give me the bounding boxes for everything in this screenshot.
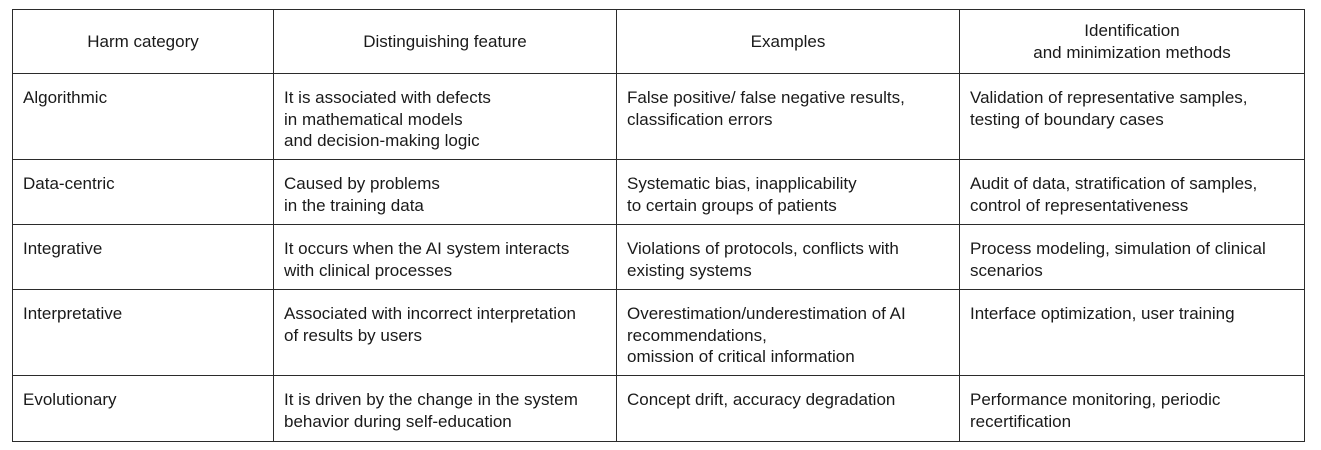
cell-feature: It is driven by the change in the system… <box>273 375 617 442</box>
table-header-row: Harm category Distinguishing feature Exa… <box>12 9 1305 74</box>
cell-feature: Caused by problems in the training data <box>273 159 617 225</box>
cell-examples: Systematic bias, inapplicability to cert… <box>616 159 960 225</box>
cell-methods: Audit of data, stratification of samples… <box>959 159 1305 225</box>
cell-feature: Associated with incorrect interpretation… <box>273 289 617 376</box>
cell-examples: Violations of protocols, conflicts with … <box>616 224 960 290</box>
cell-category: Evolutionary <box>12 375 274 442</box>
table-row: Data-centric Caused by problems in the t… <box>12 159 1305 225</box>
header-distinguishing-feature: Distinguishing feature <box>273 9 617 74</box>
cell-examples: Concept drift, accuracy degradation <box>616 375 960 442</box>
table-row: Algorithmic It is associated with defect… <box>12 73 1305 160</box>
table-row: Evolutionary It is driven by the change … <box>12 375 1305 442</box>
cell-methods: Process modeling, simulation of clinical… <box>959 224 1305 290</box>
cell-feature: It occurs when the AI system interacts w… <box>273 224 617 290</box>
table-row: Integrative It occurs when the AI system… <box>12 224 1305 290</box>
header-examples: Examples <box>616 9 960 74</box>
cell-examples: Overestimation/underestimation of AI rec… <box>616 289 960 376</box>
table-row: Interpretative Associated with incorrect… <box>12 289 1305 376</box>
cell-methods: Validation of representative samples, te… <box>959 73 1305 160</box>
cell-category: Algorithmic <box>12 73 274 160</box>
cell-category: Integrative <box>12 224 274 290</box>
cell-examples: False positive/ false negative results, … <box>616 73 960 160</box>
cell-feature: It is associated with defects in mathema… <box>273 73 617 160</box>
header-identification-methods: Identification and minimization methods <box>959 9 1305 74</box>
cell-methods: Interface optimization, user training <box>959 289 1305 376</box>
cell-category: Interpretative <box>12 289 274 376</box>
cell-methods: Performance monitoring, periodic recerti… <box>959 375 1305 442</box>
header-harm-category: Harm category <box>12 9 274 74</box>
cell-category: Data-centric <box>12 159 274 225</box>
harm-category-table: Harm category Distinguishing feature Exa… <box>12 9 1305 442</box>
